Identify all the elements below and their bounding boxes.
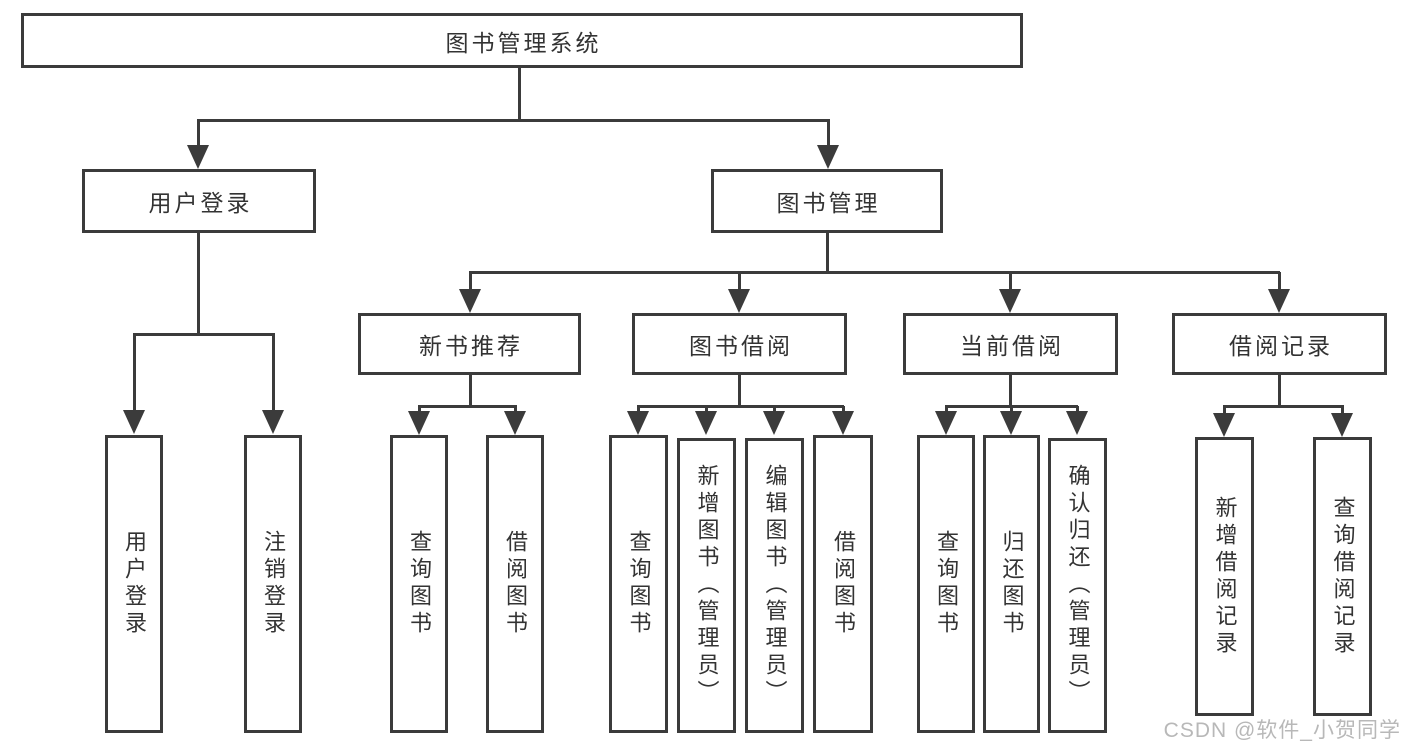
connector-current-borrow-stub (1009, 375, 1012, 407)
leaf-add-borrow-record-label: 新增借阅记录 (1212, 495, 1238, 658)
arrow-to-book-borrow (728, 272, 750, 313)
connector-root-stub (518, 68, 521, 121)
node-current-borrow-label: 当前借阅 (960, 333, 1064, 359)
leaf-confirm-return-admin-label: 确认归还（管理员） (1065, 464, 1091, 707)
leaf-add-book-admin-label: 新增图书（管理员） (694, 464, 720, 707)
leaf-user-login-label: 用户登录 (122, 530, 147, 638)
connector-new-book-rec-stub (469, 375, 472, 407)
arrow-to-borrow-books-1 (504, 406, 526, 435)
leaf-borrow-books-2-label: 借阅图书 (831, 530, 856, 638)
node-book-borrow-label: 图书借阅 (689, 333, 793, 359)
leaf-edit-book-admin-label: 编辑图书（管理员） (762, 464, 788, 707)
connector-book-borrow-stub (738, 375, 741, 407)
leaf-return-book-label: 归还图书 (999, 530, 1025, 638)
arrow-to-add-record (1213, 406, 1235, 437)
leaf-logout-login: 注销登录 (244, 435, 302, 733)
leaf-edit-book-admin: 编辑图书（管理员） (745, 438, 804, 733)
arrow-to-query-books-3 (935, 406, 957, 435)
arrow-to-user-login (187, 119, 209, 169)
leaf-borrow-books-2: 借阅图书 (813, 435, 873, 733)
leaf-query-borrow-record: 查询借阅记录 (1313, 437, 1372, 716)
leaf-query-books-1-label: 查询图书 (407, 530, 432, 638)
node-new-book-rec-label: 新书推荐 (419, 333, 523, 359)
leaf-query-books-3-label: 查询图书 (934, 530, 959, 638)
arrow-to-return-book (1000, 406, 1022, 435)
leaf-add-borrow-record: 新增借阅记录 (1195, 437, 1254, 716)
arrow-to-borrow-books-2 (832, 406, 854, 435)
node-user-login-label: 用户登录 (148, 190, 253, 216)
leaf-logout-login-label: 注销登录 (261, 530, 286, 638)
connector-level2-bus (197, 119, 830, 122)
connector-borrow-records-stub (1278, 373, 1281, 407)
node-book-mgmt-label: 图书管理 (776, 190, 881, 216)
leaf-confirm-return-admin: 确认归还（管理员） (1048, 438, 1107, 733)
node-book-mgmt: 图书管理 (711, 169, 943, 233)
arrow-to-query-books-2 (627, 406, 649, 435)
connector-book-borrow-bus (637, 405, 844, 408)
arrow-to-borrow-records (1268, 272, 1290, 313)
node-root-label: 图书管理系统 (445, 29, 602, 56)
connector-book-mgmt-stub (826, 233, 829, 274)
node-borrow-records-label: 借阅记录 (1229, 333, 1333, 359)
leaf-query-borrow-record-label: 查询借阅记录 (1330, 495, 1356, 658)
node-user-login: 用户登录 (82, 169, 316, 233)
connector-borrow-records-bus (1223, 405, 1344, 408)
arrow-to-query-books-1 (408, 406, 430, 435)
arrow-to-edit-book (763, 406, 785, 435)
leaf-user-login: 用户登录 (105, 435, 163, 733)
connector-user-login-bus (133, 333, 275, 336)
arrow-to-current-borrow (999, 272, 1021, 313)
leaf-borrow-books-1: 借阅图书 (486, 435, 544, 733)
leaf-add-book-admin: 新增图书（管理员） (677, 438, 736, 733)
arrow-to-confirm-return (1066, 406, 1088, 435)
arrow-to-leaf-user-login (123, 333, 145, 434)
node-new-book-rec: 新书推荐 (358, 313, 581, 375)
node-root: 图书管理系统 (21, 13, 1023, 68)
connector-new-book-rec-bus (418, 405, 517, 408)
leaf-query-books-3: 查询图书 (917, 435, 975, 733)
node-book-borrow: 图书借阅 (632, 313, 847, 375)
arrow-to-add-book (695, 406, 717, 435)
leaf-query-books-1: 查询图书 (390, 435, 448, 733)
leaf-borrow-books-1-label: 借阅图书 (503, 530, 528, 638)
connector-level3-bus (469, 271, 1280, 274)
leaf-query-books-2-label: 查询图书 (626, 530, 652, 638)
arrow-to-new-book-rec (459, 272, 481, 313)
leaf-return-book: 归还图书 (983, 435, 1040, 733)
node-current-borrow: 当前借阅 (903, 313, 1118, 375)
arrow-to-book-mgmt (817, 119, 839, 169)
watermark: CSDN @软件_小贺同学 (1163, 719, 1401, 742)
node-borrow-records: 借阅记录 (1172, 313, 1387, 375)
leaf-query-books-2: 查询图书 (609, 435, 668, 733)
arrow-to-query-record (1331, 406, 1353, 437)
connector-user-login-stub (197, 233, 200, 335)
arrow-to-leaf-logout (262, 333, 284, 434)
